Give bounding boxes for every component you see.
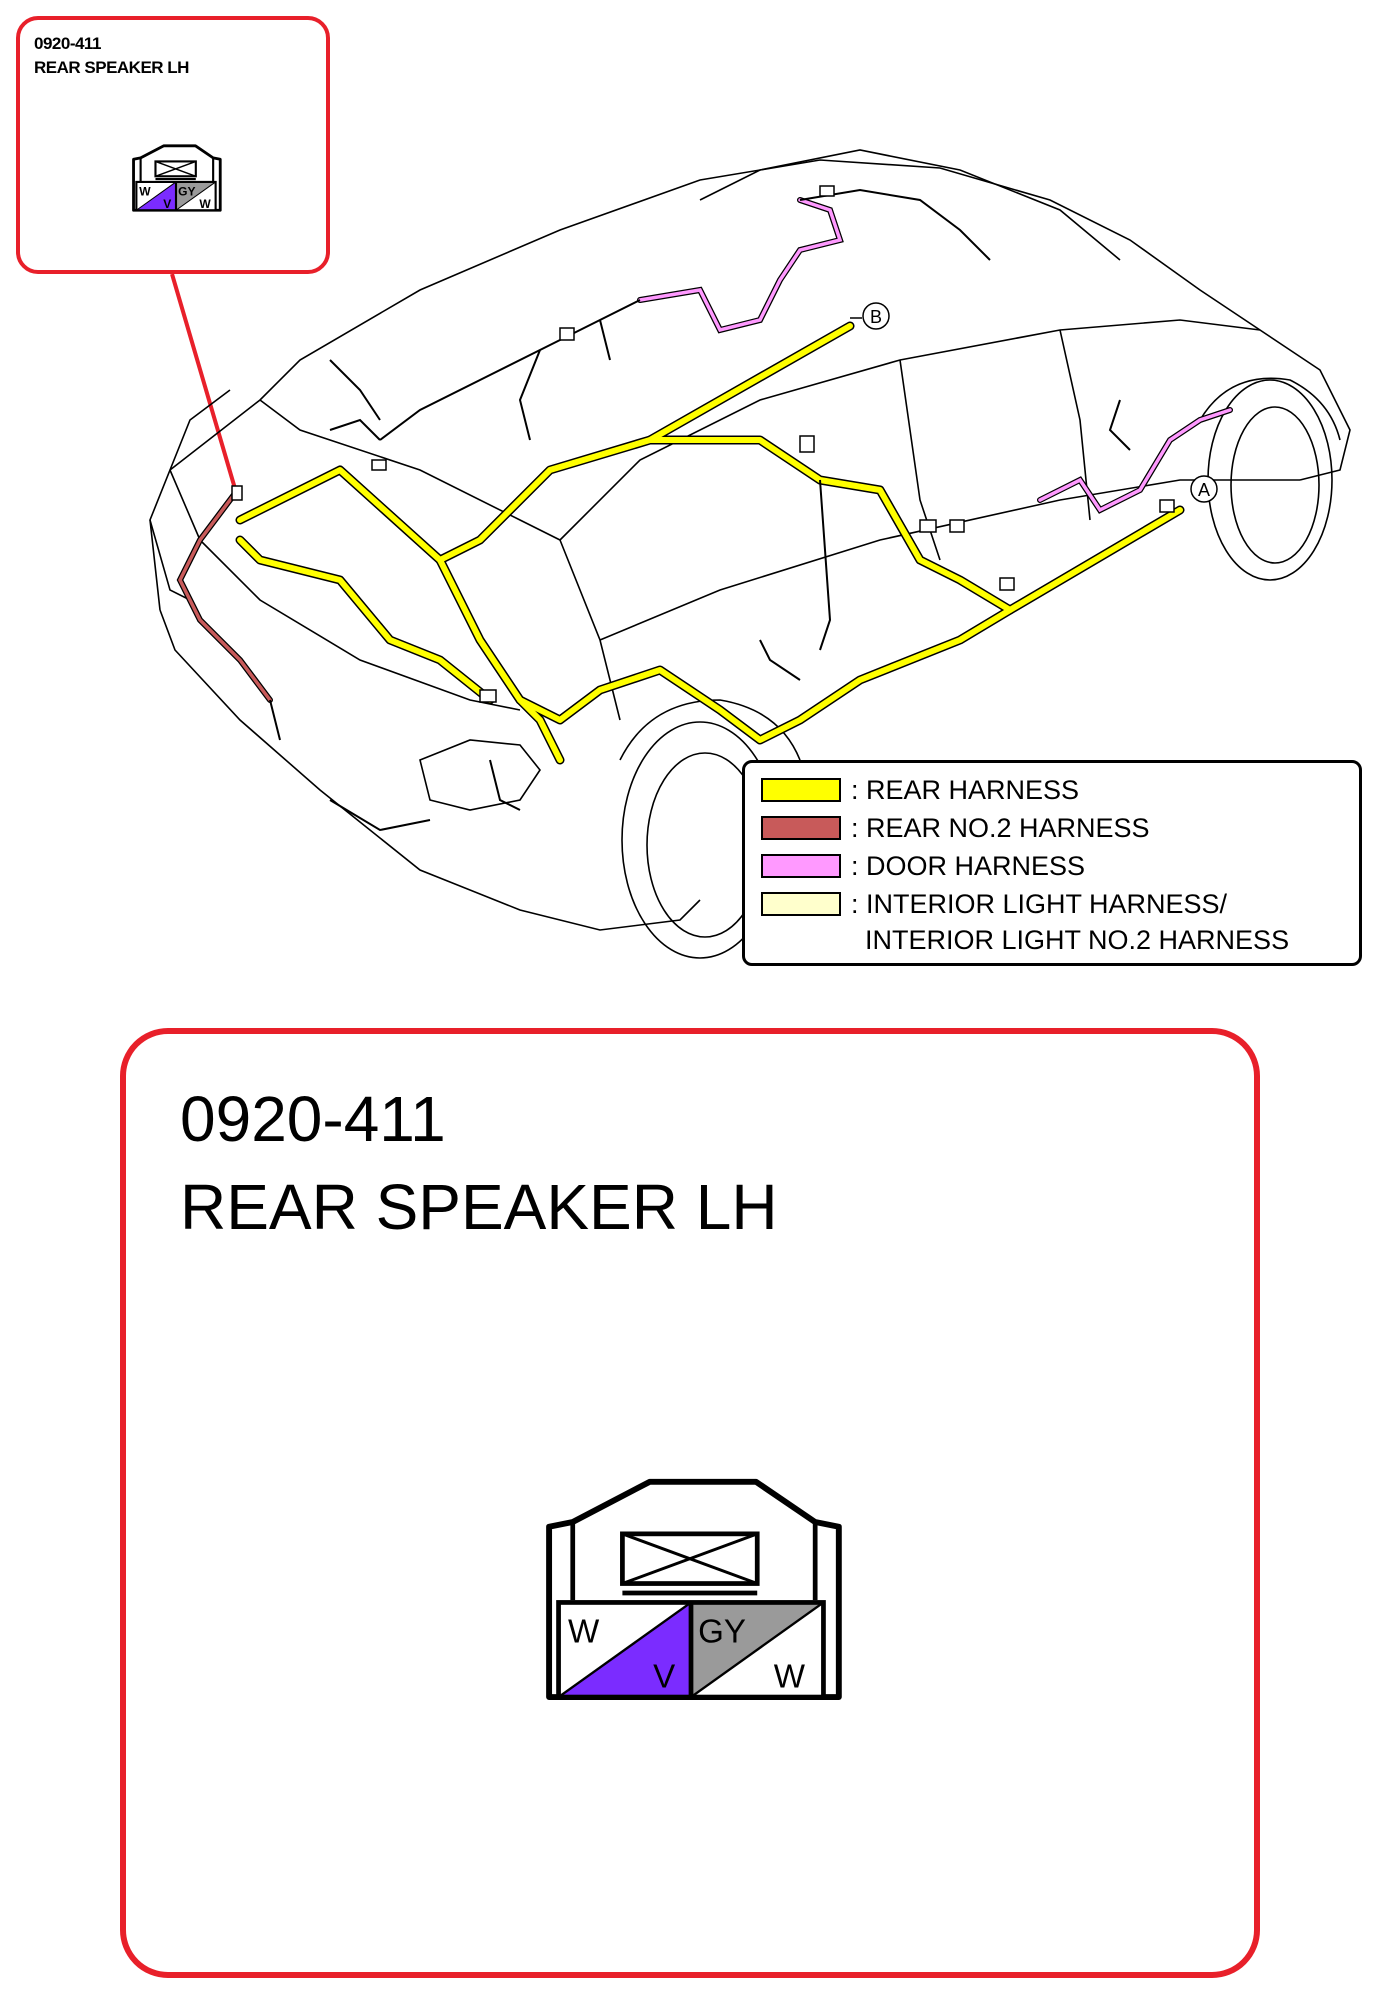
callout-leader-line bbox=[170, 273, 238, 493]
legend-label: : INTERIOR LIGHT HARNESS/ bbox=[851, 888, 1228, 919]
legend-swatch bbox=[761, 816, 841, 840]
callout-connector-icon: W V GY W bbox=[132, 144, 222, 212]
front-wheel bbox=[1199, 377, 1341, 581]
callout-pin2-top-label: GY bbox=[178, 184, 195, 198]
legend-label: : DOOR HARNESS bbox=[851, 850, 1086, 881]
legend-item-door-harness: : DOOR HARNESS bbox=[761, 851, 1085, 881]
detail-connector-face-icon: W V GY W bbox=[546, 1478, 842, 1701]
door-harness-route bbox=[637, 197, 1233, 514]
legend-item-rear-no2-harness: : REAR NO.2 HARNESS bbox=[761, 813, 1150, 843]
connector-blocks bbox=[231, 185, 1175, 703]
pin1-bottom-label: V bbox=[653, 1659, 675, 1696]
legend-label-continued: INTERIOR LIGHT NO.2 HARNESS bbox=[865, 924, 1290, 955]
legend-item-rear-harness: : REAR HARNESS bbox=[761, 775, 1079, 805]
legend-item-interior-light-no2-harness: INTERIOR LIGHT NO.2 HARNESS bbox=[865, 925, 1289, 955]
interior-wiring bbox=[269, 188, 1131, 832]
callout-pin1-top-label: W bbox=[139, 184, 151, 198]
connector-detail-box: 0920-411 REAR SPEAKER LH W V GY W bbox=[120, 1028, 1260, 1978]
marker-a-icon: A bbox=[1190, 475, 1218, 503]
pin1-top-label: W bbox=[568, 1614, 600, 1651]
detail-connector-name: REAR SPEAKER LH bbox=[180, 1171, 778, 1243]
legend-swatch bbox=[761, 892, 841, 916]
car-harness-diagram: B A bbox=[149, 149, 1351, 959]
marker-b-icon: B bbox=[850, 302, 890, 330]
connector-callout: 0920-411 REAR SPEAKER LH W V GY W bbox=[16, 16, 330, 274]
marker-a-label: A bbox=[1198, 480, 1210, 500]
legend-item-interior-light-harness: : INTERIOR LIGHT HARNESS/ bbox=[761, 889, 1227, 919]
legend-label: : REAR NO.2 HARNESS bbox=[851, 812, 1150, 843]
callout-connector-name: REAR SPEAKER LH bbox=[34, 58, 189, 77]
pin2-bottom-label: W bbox=[774, 1659, 806, 1696]
marker-b-label: B bbox=[870, 307, 882, 327]
rear-no2-harness-route bbox=[176, 489, 273, 703]
legend-swatch bbox=[761, 778, 841, 802]
callout-pin1-bottom-label: V bbox=[163, 197, 171, 211]
legend-label: : REAR HARNESS bbox=[851, 774, 1080, 805]
callout-pin2-bottom-label: W bbox=[199, 197, 211, 211]
harness-legend: : REAR HARNESS : REAR NO.2 HARNESS : DOO… bbox=[742, 760, 1362, 966]
callout-connector-code: 0920-411 bbox=[34, 34, 101, 53]
pin2-top-label: GY bbox=[698, 1614, 746, 1651]
legend-swatch bbox=[761, 854, 841, 878]
detail-connector-code: 0920-411 bbox=[180, 1083, 446, 1155]
rear-harness-route bbox=[235, 321, 1185, 765]
